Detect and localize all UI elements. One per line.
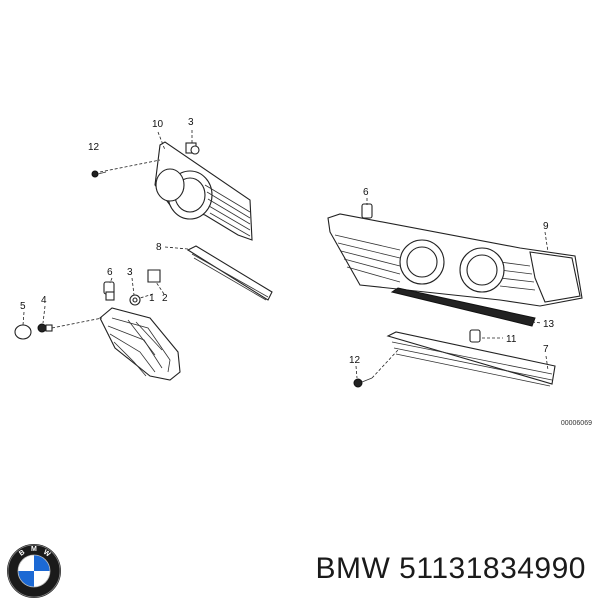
callout-2: 2 <box>162 293 168 304</box>
logo-letter-w: W <box>42 549 52 559</box>
screw-4 <box>37 323 53 333</box>
callout-7: 7 <box>543 344 549 355</box>
clip-2 <box>147 269 161 283</box>
callout-10: 10 <box>152 119 164 130</box>
callout-9: 9 <box>543 221 549 232</box>
callout-3-left: 3 <box>127 267 133 278</box>
headlight-grille-left-upper <box>154 141 253 241</box>
clip-nut-upper <box>185 142 200 155</box>
logo-letter-b: B <box>18 549 26 558</box>
screw-lower <box>353 377 373 388</box>
callout-4: 4 <box>41 295 47 306</box>
clip-6-right <box>361 203 373 219</box>
callout-5: 5 <box>20 301 26 312</box>
callout-12-lower: 12 <box>349 355 361 366</box>
callout-3-upper: 3 <box>188 117 194 128</box>
diagram-reference-code: 00006069 <box>560 420 592 427</box>
logo-letter-m: M <box>31 546 37 553</box>
callout-12-upper: 12 <box>88 142 100 153</box>
callout-1: 1 <box>149 293 155 304</box>
callout-11: 11 <box>506 334 517 345</box>
callout-8: 8 <box>156 242 162 253</box>
callout-13: 13 <box>543 319 555 330</box>
clip-11 <box>469 329 481 343</box>
leader-lines <box>22 130 549 379</box>
cap-5 <box>14 324 32 340</box>
trim-strip-left <box>186 245 273 301</box>
callout-6-right: 6 <box>363 187 369 198</box>
screw-upper <box>91 170 107 178</box>
kidney-grille <box>99 307 181 381</box>
clip-6-left <box>103 281 115 301</box>
lower-trim-strip <box>386 331 556 387</box>
part-number-label: BMW 51131834990 <box>315 552 586 585</box>
exploded-parts-diagram: 10 3 12 8 6 3 1 2 5 4 6 9 13 11 7 12 <box>14 117 583 388</box>
black-strip <box>390 287 536 327</box>
callout-labels: 10 3 12 8 6 3 1 2 5 4 6 9 13 11 7 12 <box>20 117 555 366</box>
bmw-logo-icon: B M W <box>7 544 61 598</box>
main-grille <box>327 213 583 307</box>
callout-6-left: 6 <box>107 267 113 278</box>
clip-nut-left <box>129 294 141 306</box>
